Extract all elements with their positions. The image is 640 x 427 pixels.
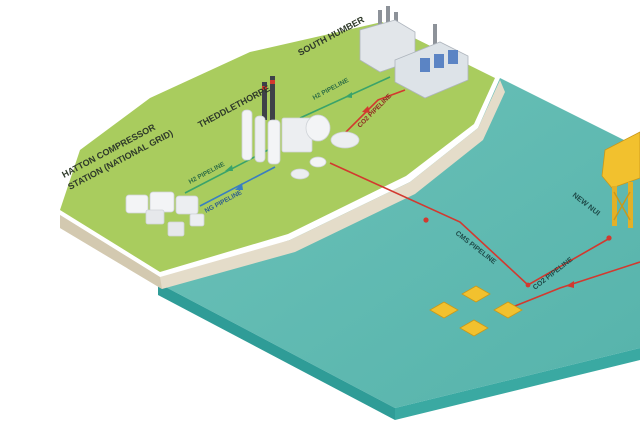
station-block-3 — [175, 195, 199, 215]
humber-unit-2 — [434, 54, 444, 68]
humber-stack-2 — [386, 6, 390, 34]
station-block-5 — [167, 221, 185, 237]
humber-stack-4 — [433, 24, 437, 52]
cms-node-corner — [525, 282, 531, 288]
co2-pipeline-land — [337, 89, 406, 141]
sea-front-face — [395, 348, 640, 420]
h2-arrow-east-icon — [345, 92, 352, 98]
cms-pipeline — [329, 162, 611, 286]
station-block-6 — [189, 213, 205, 227]
sea — [158, 78, 640, 420]
south-humber-site — [359, 6, 469, 99]
co2-arrow-land-icon — [362, 106, 370, 113]
h2-pipeline-west — [184, 149, 269, 194]
sea-surface — [158, 78, 640, 408]
station-block-1 — [125, 194, 149, 214]
land-cliff — [60, 215, 162, 289]
ng-arrow-icon — [235, 183, 243, 190]
h2-pipeline-east — [299, 76, 391, 119]
humber-unit-3 — [448, 50, 458, 64]
ng-pipeline — [199, 166, 276, 207]
subsea-wellheads — [429, 285, 523, 337]
storage-tank-3 — [309, 156, 327, 168]
stack-1-band — [262, 86, 267, 90]
platform-deck — [601, 131, 640, 189]
land-shore-edge — [60, 80, 505, 289]
tower-1 — [241, 109, 253, 161]
hatton-compressor-station — [125, 191, 205, 237]
co2-arrow-sea-icon — [566, 281, 574, 288]
stack-2 — [270, 76, 275, 120]
sea-side-face — [158, 283, 395, 420]
pipelines — [184, 76, 640, 309]
h2-arrow-west-icon — [225, 165, 233, 171]
storage-tank-1 — [330, 131, 360, 149]
platform-leg-1 — [612, 186, 617, 226]
co2-pipeline-sea — [509, 261, 640, 309]
wellhead-2 — [461, 285, 491, 303]
new-nui-platform — [601, 131, 640, 228]
wellhead-4 — [459, 319, 489, 337]
platform-leg-2 — [628, 182, 633, 228]
storage-tank-2 — [290, 168, 310, 180]
tower-2 — [254, 115, 266, 163]
humber-stack-1 — [378, 10, 382, 34]
humber-unit-1 — [420, 58, 430, 72]
cms-node — [423, 217, 429, 223]
stack-2-band — [270, 80, 275, 84]
platform-brace-2 — [613, 191, 631, 221]
theddlethorpe-site — [241, 76, 360, 180]
station-block-4 — [145, 209, 165, 225]
cms-node-platform — [606, 235, 612, 241]
tower-3 — [267, 119, 281, 165]
stack-1 — [262, 82, 267, 120]
wellhead-1 — [429, 301, 459, 319]
storage-sphere — [305, 114, 331, 142]
wellhead-3 — [493, 301, 523, 319]
station-block-2 — [149, 191, 175, 213]
